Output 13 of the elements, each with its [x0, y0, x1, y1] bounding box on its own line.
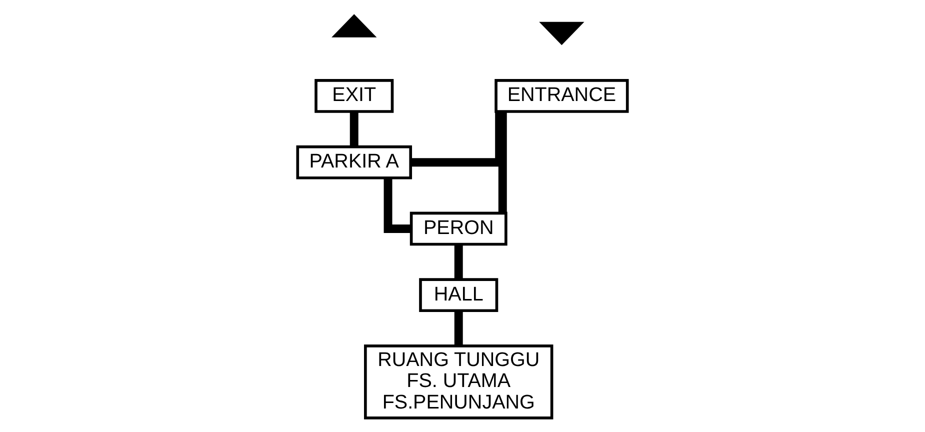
node-box: PARKIR A [296, 145, 412, 180]
node-box: RUANG TUNGGU FS. UTAMA FS.PENUNJANG [364, 344, 554, 420]
node-box: HALL [419, 278, 498, 312]
node-box: PERON [410, 212, 508, 246]
connector [350, 112, 358, 146]
connector [498, 112, 507, 213]
connector [454, 244, 463, 280]
connector [384, 178, 412, 233]
connector [454, 311, 463, 346]
node-triangle [332, 14, 377, 38]
node-triangle [539, 22, 584, 46]
node-box: ENTRANCE [494, 79, 629, 113]
node-box: EXIT [314, 79, 394, 113]
